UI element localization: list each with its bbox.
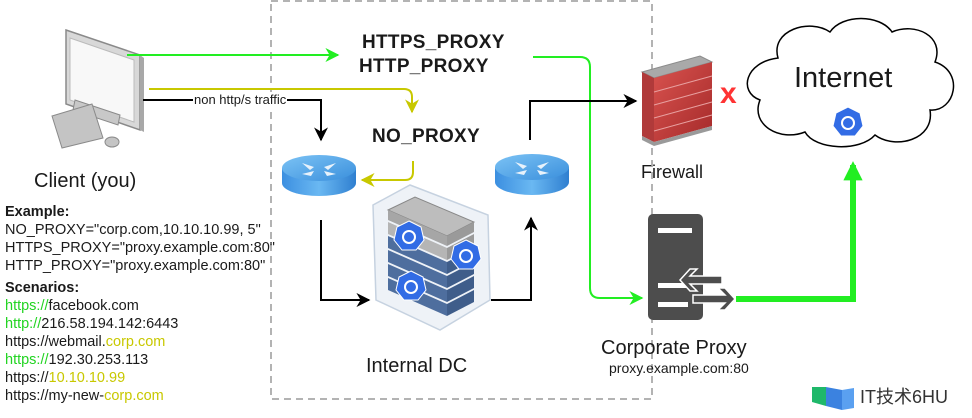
router-left-icon	[282, 155, 356, 196]
edge-no-proxy-to-router	[360, 161, 414, 187]
edge-router-to-internal-dc	[320, 220, 371, 307]
scenarios-heading: Scenarios:	[5, 280, 80, 296]
corporate-proxy-address: proxy.example.com:80	[609, 360, 749, 376]
non-http-traffic-label: non http/s traffic	[193, 92, 288, 107]
scenario-prefix: https://my-new-	[5, 388, 105, 404]
http-proxy-label: HTTP_PROXY	[359, 56, 489, 77]
scenario-host: corp.com	[105, 334, 166, 350]
scenario-item: https://facebook.com	[5, 297, 275, 315]
scenario-item: https://192.30.253.113	[5, 351, 275, 369]
example-heading: Example:	[5, 204, 70, 220]
scenario-prefix: http://	[5, 316, 42, 332]
router-right-icon	[495, 154, 569, 195]
internet-label: Internet	[794, 62, 893, 94]
internet-cloud-shape	[746, 17, 955, 148]
example-line: HTTPS_PROXY="proxy.example.com:80"	[5, 240, 275, 256]
blocked-x-mark: x	[720, 77, 737, 110]
scenario-prefix: https://	[5, 352, 49, 368]
scenario-prefix: https://	[5, 370, 49, 386]
brick-firewall-icon	[640, 55, 714, 146]
example-line: HTTP_PROXY="proxy.example.com:80"	[5, 258, 266, 274]
watermark-logo-icon	[812, 387, 854, 410]
scenario-host: corp.com	[104, 388, 164, 404]
edge-proxy-vars-to-corporate-proxy	[533, 56, 644, 305]
kubernetes-icon	[450, 239, 482, 270]
edge-client-to-no-proxy	[149, 88, 419, 114]
internal-dc-label: Internal DC	[366, 355, 468, 377]
no-proxy-label: NO_PROXY	[372, 126, 480, 147]
scenario-item: https://10.10.10.99	[5, 369, 275, 387]
example-line: NO_PROXY="corp.com,10.10.10.99, 5"	[5, 222, 261, 238]
scenario-host: 10.10.10.99	[48, 370, 126, 386]
watermark-text: IT技术6HU	[860, 387, 949, 407]
server-rack-kubernetes-icon	[372, 184, 491, 331]
firewall-label: Firewall	[641, 162, 704, 182]
scenario-item: https://webmail.corp.com	[5, 333, 275, 351]
proxy-server-icon	[648, 214, 737, 320]
scenario-host: 216.58.194.142:6443	[41, 316, 179, 332]
scenario-item: https://my-new-corp.com	[5, 387, 275, 405]
scenario-item: http://216.58.194.142:6443	[5, 315, 275, 333]
scenario-prefix: https://webmail.	[5, 334, 106, 350]
example-panel: Example: NO_PROXY="corp.com,10.10.10.99,…	[5, 203, 275, 405]
internal-network-boundary	[270, 0, 653, 400]
https-proxy-label: HTTPS_PROXY	[362, 32, 505, 53]
scenario-prefix: https://	[5, 298, 49, 314]
scenario-host: facebook.com	[48, 298, 139, 314]
corporate-proxy-label: Corporate Proxy	[601, 337, 747, 359]
kubernetes-icon	[393, 220, 425, 251]
kubernetes-icon	[832, 106, 864, 137]
edge-router-to-firewall	[529, 94, 638, 140]
edge-internal-dc-to-router	[491, 216, 538, 301]
client-label: Client (you)	[34, 170, 137, 192]
desktop-computer-icon	[51, 28, 144, 149]
kubernetes-icon	[395, 270, 427, 301]
scenario-host: 192.30.253.113	[48, 352, 149, 368]
edge-corporate-proxy-to-internet	[736, 161, 863, 302]
